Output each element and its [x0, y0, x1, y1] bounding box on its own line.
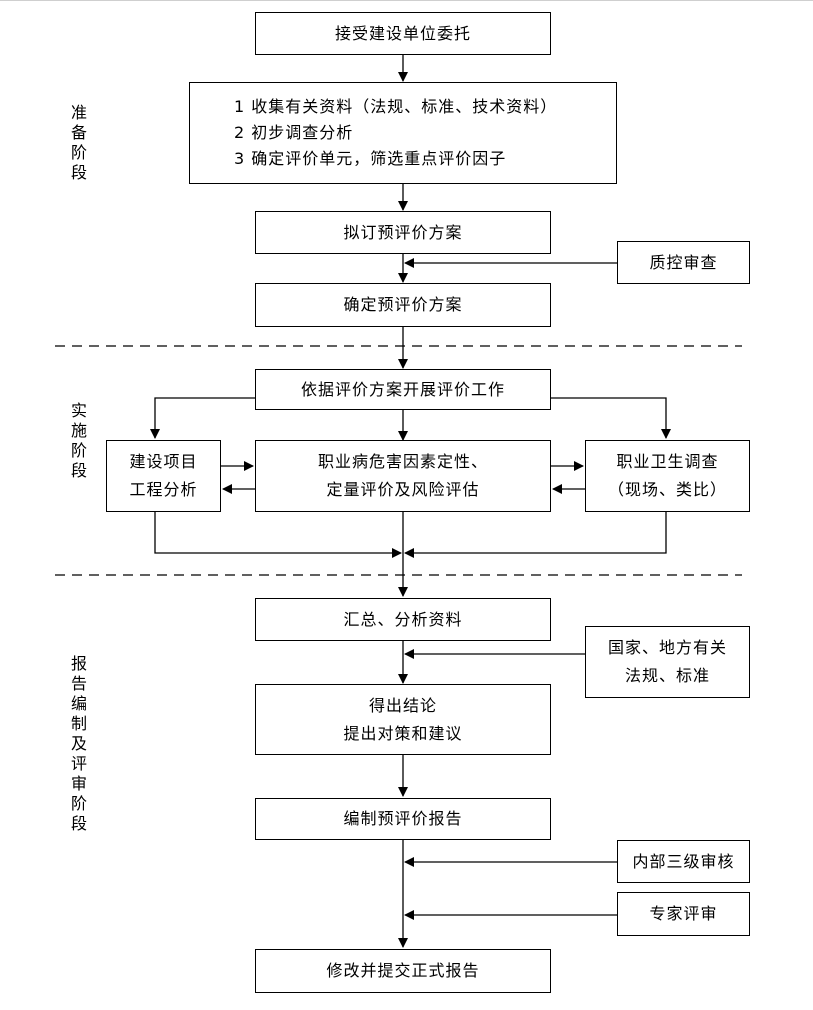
hazard-eval-box: 职业病危害因素定性、 定量评价及风险评估	[255, 440, 551, 512]
compile-report-box: 编制预评价报告	[255, 798, 551, 840]
merge-left	[154, 512, 402, 558]
draft-plan-text: 拟订预评价方案	[343, 222, 463, 242]
carry-out-text: 依据评价方案开展评价工作	[300, 379, 505, 399]
prep-steps-box: 1 收集有关资料（法规、标准、技术资料） 2 初步调查分析 3 确定评价单元，筛…	[189, 82, 617, 184]
stage-label-impl: 实施阶段	[70, 401, 87, 480]
top-border	[0, 0, 813, 3]
carry-out-box: 依据评价方案开展评价工作	[255, 369, 551, 410]
final-report-box: 修改并提交正式报告	[255, 949, 551, 993]
hazard-eval-line-1: 职业病危害因素定性、	[317, 452, 488, 471]
quality-review-box: 质控审查	[617, 241, 750, 284]
expert-review-box: 专家评审	[617, 892, 750, 936]
hazard-eval-line-2: 定量评价及风险评估	[326, 480, 480, 499]
project-analysis-line-1: 建设项目	[129, 452, 198, 471]
expert-review-text: 专家评审	[649, 904, 718, 923]
draft-plan-box: 拟订预评价方案	[255, 211, 551, 254]
confirm-plan-box: 确定预评价方案	[255, 283, 551, 327]
conclusion-box: 得出结论 提出对策和建议	[255, 684, 551, 755]
entrust-text: 接受建设单位委托	[334, 23, 471, 43]
stage-label-report: 报告编制及评审阶段	[70, 654, 87, 833]
hygiene-survey-box: 职业卫生调查 （现场、类比）	[585, 440, 750, 512]
conclusion-line-2: 提出对策和建议	[343, 723, 463, 743]
internal-review-text: 内部三级审核	[632, 851, 735, 871]
regulations-line-1: 国家、地方有关	[607, 638, 727, 657]
final-report-text: 修改并提交正式报告	[326, 961, 480, 980]
project-analysis-box: 建设项目 工程分析	[106, 440, 221, 512]
prep-step-1: 1 收集有关资料（法规、标准、技术资料）	[234, 97, 558, 116]
conclusion-line-1: 得出结论	[368, 695, 437, 715]
summarize-text: 汇总、分析资料	[343, 609, 463, 629]
summarize-box: 汇总、分析资料	[255, 598, 551, 641]
branch-right	[551, 397, 671, 439]
internal-review-box: 内部三级审核	[617, 840, 750, 883]
confirm-plan-text: 确定预评价方案	[343, 295, 463, 314]
merge-right	[404, 512, 667, 558]
project-analysis-line-2: 工程分析	[129, 480, 198, 499]
prep-step-2: 2 初步调查分析	[234, 123, 354, 142]
compile-report-text: 编制预评价报告	[343, 809, 463, 828]
regulations-line-2: 法规、标准	[624, 666, 710, 685]
quality-review-text: 质控审查	[649, 252, 718, 272]
prep-step-3: 3 确定评价单元，筛选重点评价因子	[234, 149, 507, 168]
hygiene-survey-line-1: 职业卫生调查	[616, 452, 719, 471]
entrust-box: 接受建设单位委托	[255, 12, 551, 55]
stage-label-prep: 准备阶段	[70, 103, 87, 182]
branch-left	[150, 397, 255, 439]
hygiene-survey-line-2: （现场、类比）	[607, 480, 727, 499]
regulations-box: 国家、地方有关 法规、标准	[585, 626, 750, 698]
